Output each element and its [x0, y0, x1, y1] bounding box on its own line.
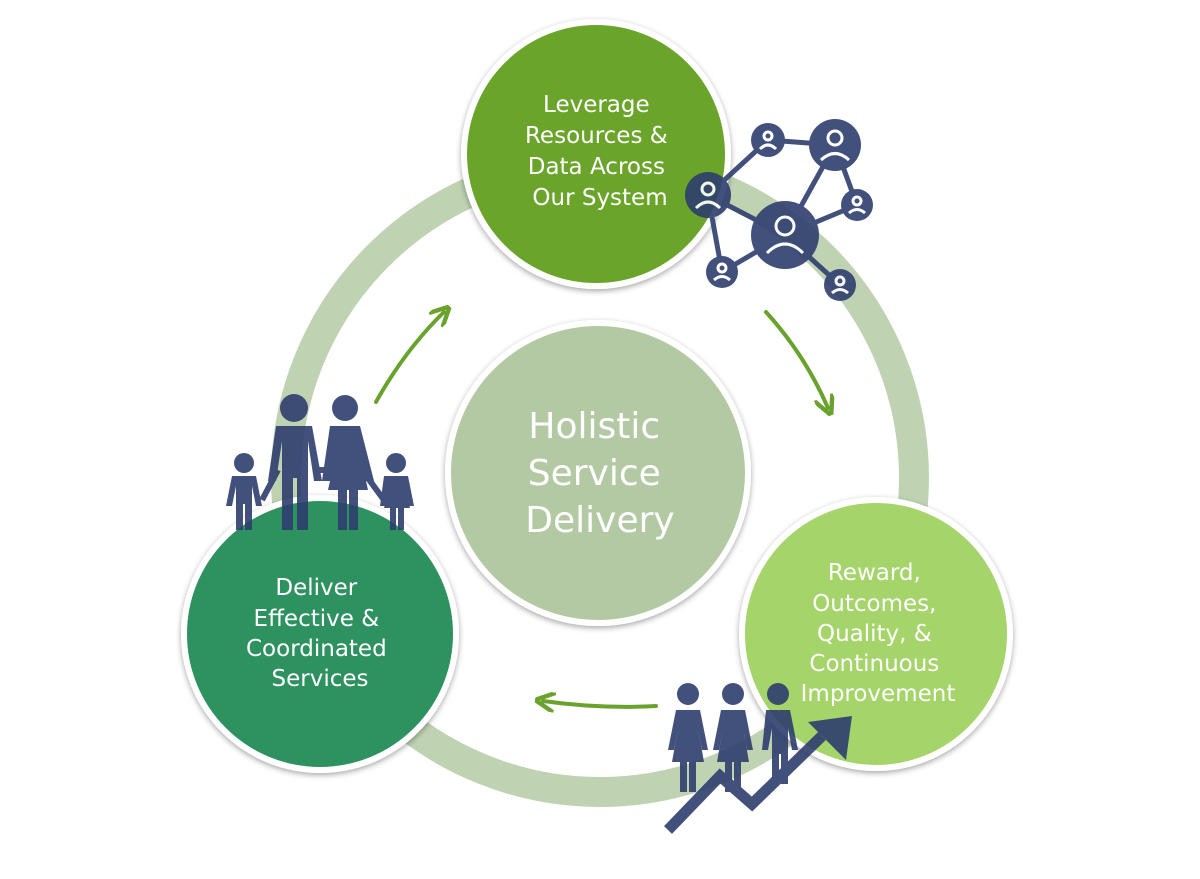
node-line: Data Across	[528, 154, 665, 180]
node-line: Reward,	[828, 560, 921, 586]
center-line: Service	[528, 453, 661, 494]
network-people-icon	[685, 119, 873, 301]
cycle-arrow-top-left	[374, 312, 444, 404]
node-deliver-label: Deliver Effective & Coordinated Services	[246, 575, 394, 692]
node-line: Outcomes,	[812, 591, 936, 617]
node-line: Coordinated	[246, 636, 387, 662]
family-icon	[226, 394, 414, 530]
cycle-arrow-bottom	[543, 701, 658, 707]
node-line: Our System	[532, 185, 667, 211]
cycle-arrow-top-right	[764, 310, 828, 408]
center-title: Holistic Service Delivery	[525, 406, 674, 541]
node-line: Leverage	[543, 92, 650, 118]
node-reward	[739, 497, 1013, 771]
center-node	[445, 320, 751, 626]
center-line: Delivery	[525, 500, 674, 541]
node-leverage	[461, 19, 731, 289]
node-line: Effective &	[254, 606, 380, 632]
node-line: Resources &	[525, 123, 668, 149]
node-reward-label: Reward, Outcomes, Quality, & Continuous …	[801, 560, 956, 707]
node-line: Continuous	[809, 651, 939, 677]
node-leverage-label: Leverage Resources & Data Across Our Sys…	[525, 92, 675, 211]
people-growth-chart-icon	[664, 683, 852, 834]
node-line: Quality, &	[817, 621, 932, 647]
node-line: Improvement	[801, 681, 956, 707]
node-line: Services	[272, 666, 369, 692]
node-line: Deliver	[275, 575, 357, 601]
center-line: Holistic	[528, 406, 660, 447]
node-deliver	[181, 495, 459, 773]
